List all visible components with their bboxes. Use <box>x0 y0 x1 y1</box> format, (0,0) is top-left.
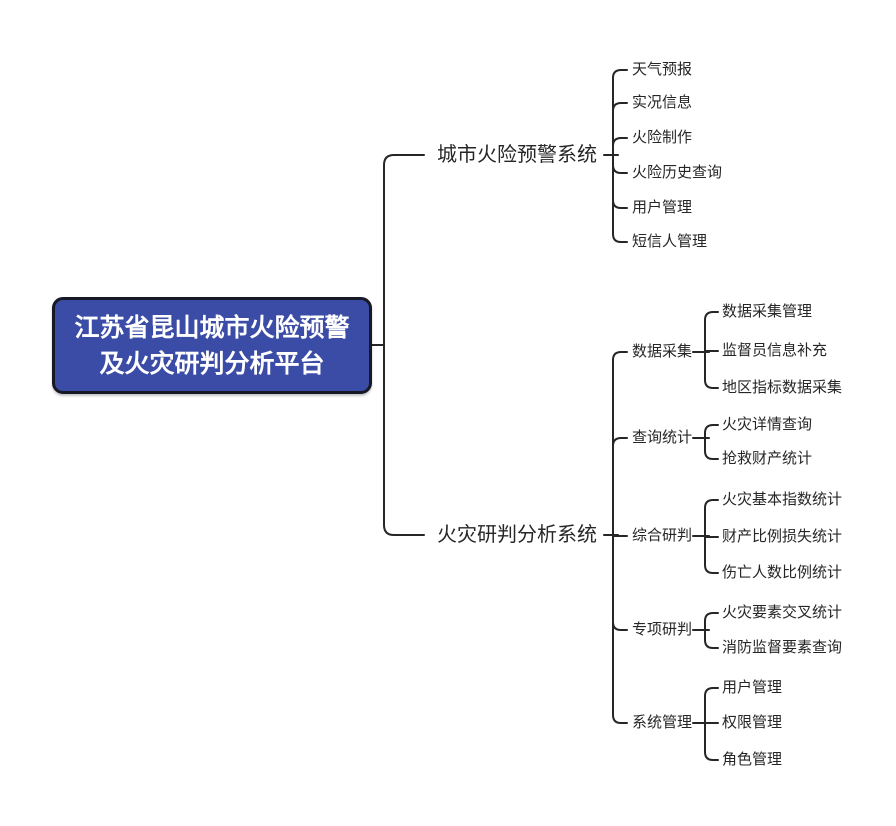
leaf-sms-recipient-management[interactable]: 短信人管理 <box>632 233 708 250</box>
leaf-fire-factor-cross-statistics[interactable]: 火灾要素交叉统计 <box>722 604 843 621</box>
leaf-role-management[interactable]: 角色管理 <box>722 751 783 768</box>
leaf-sys-user-management[interactable]: 用户管理 <box>722 679 783 696</box>
leaf-fire-detail-query[interactable]: 火灾详情查询 <box>722 416 813 433</box>
leaf-fire-risk-history-query[interactable]: 火险历史查询 <box>632 164 723 181</box>
leaf-user-management[interactable]: 用户管理 <box>632 199 693 216</box>
branch-fire-analysis-system[interactable]: 火灾研判分析系统 <box>437 524 597 546</box>
category-query-statistics[interactable]: 查询统计 <box>632 429 693 446</box>
branch-urban-fire-risk-warning-system[interactable]: 城市火险预警系统 <box>437 144 597 166</box>
leaf-rescued-property-statistics[interactable]: 抢救财产统计 <box>722 450 813 467</box>
category-system-management[interactable]: 系统管理 <box>632 714 693 731</box>
leaf-live-info[interactable]: 实况信息 <box>632 94 693 111</box>
leaf-permission-management[interactable]: 权限管理 <box>722 714 783 731</box>
category-special-analysis[interactable]: 专项研判 <box>632 621 693 638</box>
category-comprehensive-analysis[interactable]: 综合研判 <box>632 527 693 544</box>
category-data-collection[interactable]: 数据采集 <box>632 343 693 360</box>
leaf-property-loss-ratio-statistics[interactable]: 财产比例损失统计 <box>722 528 843 545</box>
leaf-data-collection-management[interactable]: 数据采集管理 <box>722 303 813 320</box>
leaf-regional-indicator-data-collection[interactable]: 地区指标数据采集 <box>722 379 843 396</box>
leaf-fire-risk-production[interactable]: 火险制作 <box>632 129 693 146</box>
leaf-fire-supervision-factor-query[interactable]: 消防监督要素查询 <box>722 639 843 656</box>
leaf-weather-forecast[interactable]: 天气预报 <box>632 61 693 78</box>
leaf-supervisor-info-supplement[interactable]: 监督员信息补充 <box>722 342 828 359</box>
leaf-fire-basic-index-statistics[interactable]: 火灾基本指数统计 <box>722 491 843 508</box>
leaf-casualty-ratio-statistics[interactable]: 伤亡人数比例统计 <box>722 564 843 581</box>
root-node-platform-title[interactable]: 江苏省昆山城市火险预警及火灾研判分析平台 <box>52 297 372 394</box>
